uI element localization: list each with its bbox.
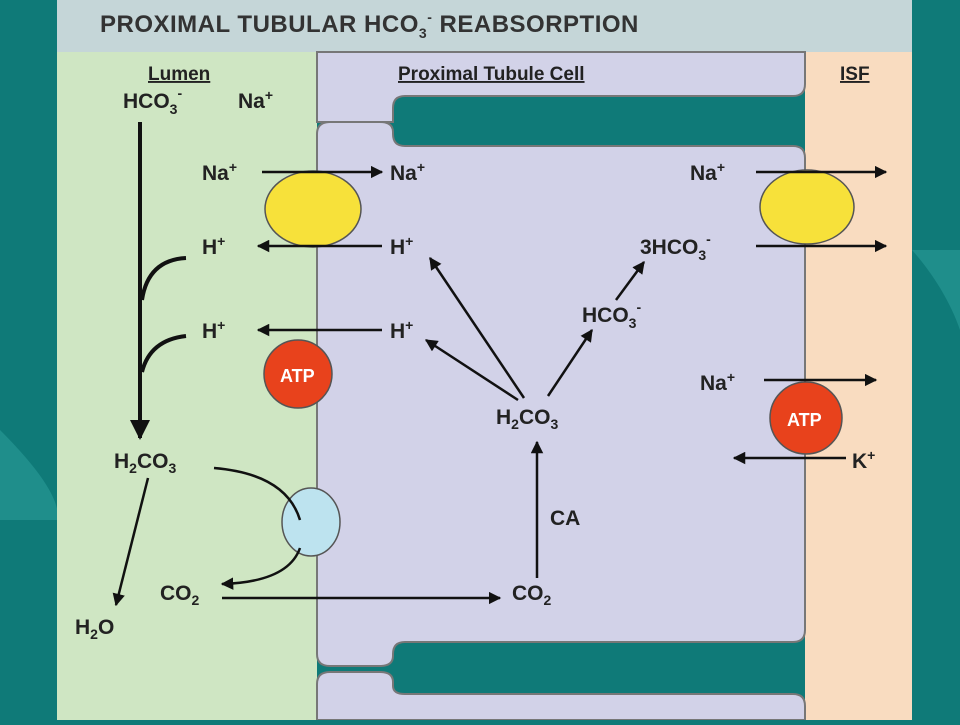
background-swoosh-right [912,250,960,330]
node-cell-h-bottom: H+ [390,317,413,343]
edge-h2co3-to-h-top [428,256,526,399]
atp-left-label: ATP [280,366,315,386]
node-lumen-h2o: H2O [75,616,114,642]
main-cell-shape [316,121,806,667]
edge-hco3-to-3hco3 [614,260,646,301]
edge-h2co3-to-hco3 [546,328,594,397]
lumen-header: Lumen [148,64,210,85]
edge-channel-to-co2 [220,547,302,590]
na-k-atpase-pump [769,381,843,455]
h-atpase-pump [263,339,333,409]
cell-header: Proximal Tubule Cell [398,64,585,85]
node-cell-na: Na+ [390,159,425,185]
edge-h2co3-to-h-bottom [424,338,519,402]
background-swoosh [0,430,59,520]
node-cell-h2co3: H2CO3 [496,406,558,432]
isf-header: ISF [840,64,870,85]
node-lumen-h-bottom: H+ [202,317,225,343]
node-cell-hco3: HCO3- [582,299,641,331]
na-h-exchanger [264,170,362,248]
page-title: PROXIMAL TUBULAR HCO3- REABSORPTION [100,9,639,41]
edge-h2co3-to-h2o [112,477,150,607]
node-lumen-na-in: Na+ [202,159,237,185]
node-isf-k: K+ [852,447,875,473]
edge-h2co3-via-channel [213,466,302,521]
node-lumen-co2: CO2 [160,582,200,608]
atp-right-label: ATP [787,410,822,430]
node-cell-co2: CO2 [512,582,552,608]
node-lumen-h2co3: H2CO3 [114,450,176,476]
edge-h-bottom-join [140,334,187,373]
node-lumen-h-top: H+ [202,233,225,259]
node-isf-na-pump: Na+ [700,369,735,395]
lower-cell-shape [316,671,806,721]
label-carbonic-anhydrase: CA [550,507,580,530]
node-isf-na-top: Na+ [690,159,725,185]
water-channel [281,487,341,557]
node-lumen-na: Na+ [238,87,273,113]
na-hco3-cotransporter [759,169,855,245]
node-cell-h-top: H+ [390,233,413,259]
upper-cell-shape [316,51,806,123]
edge-h-top-join [140,256,187,301]
title-bar [57,0,912,52]
node-lumen-hco3: HCO3- [123,85,182,117]
node-cell-3hco3: 3HCO3- [640,231,711,263]
